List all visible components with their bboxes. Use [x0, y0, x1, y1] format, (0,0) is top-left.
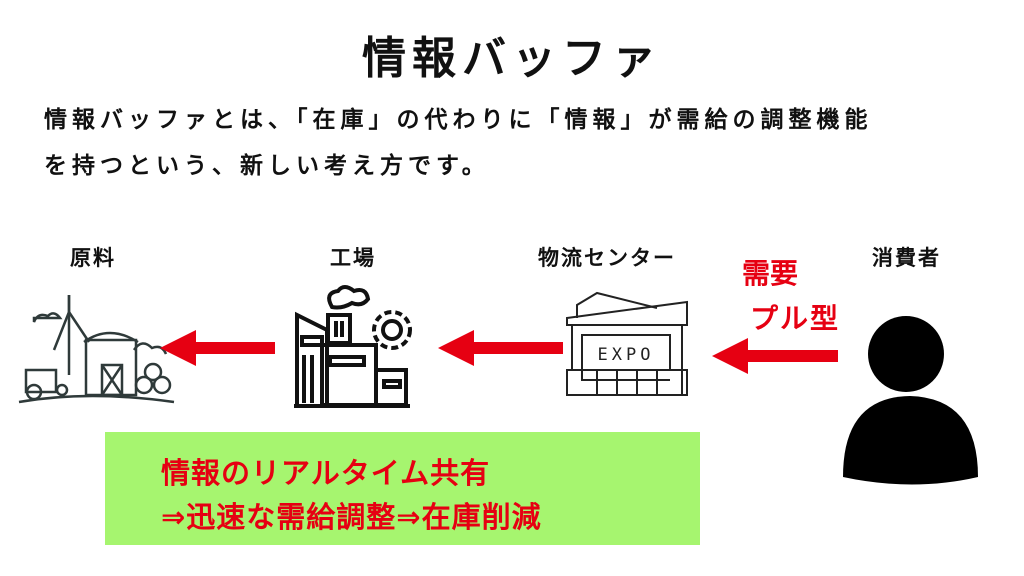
label-logistics-center: 物流センター [538, 246, 676, 270]
person-icon [843, 316, 978, 485]
demand-label: 需要 [742, 257, 799, 290]
pull-type-label: プル型 [750, 302, 841, 335]
warehouse-icon: EXPO [566, 291, 688, 396]
label-factory: 工場 [330, 246, 376, 270]
summary-line-1: 情報のリアルタイム共有 [161, 456, 491, 490]
warehouse-sign: EXPO [598, 345, 655, 365]
intro-line-2: を持つという、新しい考え方です。 [44, 153, 490, 179]
factory-icon [294, 285, 412, 408]
arrow-left-3 [712, 338, 838, 374]
summary-line-2: ⇒迅速な需給調整⇒在庫削減 [161, 500, 542, 534]
label-raw-material: 原料 [70, 246, 116, 270]
summary-box: 情報のリアルタイム共有 ⇒迅速な需給調整⇒在庫削減 [105, 432, 700, 545]
label-consumer: 消費者 [872, 246, 941, 270]
page-title: 情報バッファ [362, 33, 662, 84]
arrow-left-1 [160, 330, 275, 366]
intro-line-1: 情報バッファとは、「在庫」の代わりに「情報」が需給の調整機能 [44, 107, 873, 133]
arrow-left-2 [438, 330, 563, 366]
farm-icon [18, 295, 175, 404]
